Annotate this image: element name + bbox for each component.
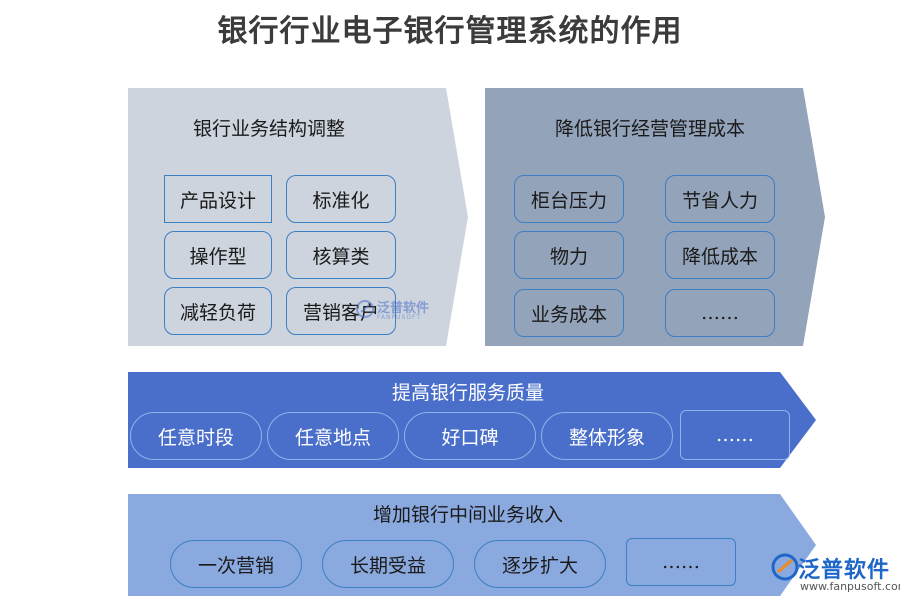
panel-intermediate-income-title: 增加银行中间业务收入 xyxy=(372,504,563,526)
watermark-sub: FANPUSOFT xyxy=(377,314,422,321)
panel-service-quality: 提高银行服务质量 任意时段 任意地点 好口碑 整体形象 …… xyxy=(128,372,816,468)
panel-intermediate-income: 增加银行中间业务收入 一次营销 长期受益 逐步扩大 …… xyxy=(128,494,816,596)
item-counter-pressure: 柜台压力 xyxy=(514,175,624,223)
panel-reduce-cost: 降低银行经营管理成本 柜台压力 节省人力 物力 降低成本 业务成本 …… xyxy=(485,88,825,346)
item-accounting-type: 核算类 xyxy=(286,231,396,279)
brand-logo-url: www.fanpusoft.com xyxy=(800,580,900,593)
item-ellipsis: …… xyxy=(680,410,790,460)
item-any-time: 任意时段 xyxy=(130,412,262,460)
brand-logo-name: 泛普软件 xyxy=(798,558,891,583)
brand-logo-icon xyxy=(771,553,799,581)
brand-logo: 泛普软件 www.fanpusoft.com xyxy=(768,550,900,596)
panel-business-structure: 银行业务结构调整 产品设计 标准化 操作型 核算类 减轻负荷 营销客户 xyxy=(128,88,468,346)
item-standardization: 标准化 xyxy=(286,175,396,223)
page-title: 银行行业电子银行管理系统的作用 xyxy=(217,14,683,49)
panel-service-quality-shape xyxy=(128,372,816,468)
item-ellipsis: …… xyxy=(665,289,775,337)
item-operation-type: 操作型 xyxy=(164,231,272,279)
panel-reduce-cost-shape xyxy=(485,88,825,346)
item-any-place: 任意地点 xyxy=(267,412,399,460)
item-good-reputation: 好口碑 xyxy=(404,412,536,460)
item-material: 物力 xyxy=(514,231,624,279)
item-lower-cost: 降低成本 xyxy=(665,231,775,279)
watermark-logo-icon xyxy=(356,300,374,318)
panel-reduce-cost-title: 降低银行经营管理成本 xyxy=(554,118,745,140)
watermark-text: 泛普软件 xyxy=(377,301,430,316)
item-business-cost: 业务成本 xyxy=(514,289,624,337)
item-long-term-benefit: 长期受益 xyxy=(322,540,454,588)
item-gradual-expansion: 逐步扩大 xyxy=(474,540,606,588)
item-one-time-marketing: 一次营销 xyxy=(170,540,302,588)
item-ellipsis: …… xyxy=(626,538,736,586)
item-save-manpower: 节省人力 xyxy=(665,175,775,223)
panel-business-structure-title: 银行业务结构调整 xyxy=(192,118,345,140)
panel-service-quality-title: 提高银行服务质量 xyxy=(391,382,544,404)
item-product-design: 产品设计 xyxy=(164,175,272,223)
watermark: 泛普软件 FANPUSOFT xyxy=(355,295,445,325)
item-overall-image: 整体形象 xyxy=(541,412,673,460)
panel-business-structure-shape xyxy=(128,88,468,346)
item-marketing-customers: 营销客户 xyxy=(286,287,396,335)
item-reduce-load: 减轻负荷 xyxy=(164,287,272,335)
